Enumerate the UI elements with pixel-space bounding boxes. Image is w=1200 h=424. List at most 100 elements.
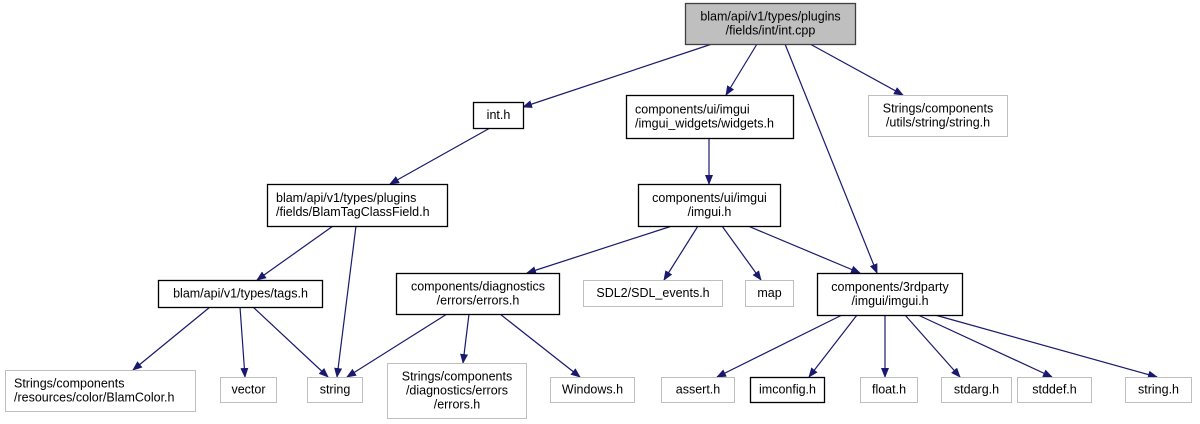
node-label: components/ui/imgui (635, 103, 750, 117)
node-label: /diagnostics/errors (406, 384, 508, 398)
node-label: components/diagnostics (411, 280, 545, 294)
edge-n0-n1 (522, 43, 713, 108)
node-label: /fields/int/int.cpp (726, 24, 816, 38)
node-n8: SDL2/SDL_events.h (583, 280, 723, 307)
edge-n7-n15 (499, 313, 581, 378)
node-label: /imgui_widgets/widgets.h (635, 117, 774, 131)
node-label: /errors.h (434, 398, 481, 412)
node-n17[interactable]: imconfig.h (749, 376, 826, 404)
edge-n10-n21 (934, 314, 1158, 379)
edge-n6-n13 (252, 306, 329, 378)
node-box (220, 377, 277, 403)
edge-n5-n8 (663, 225, 699, 281)
node-n18: float.h (860, 377, 918, 403)
node-box (749, 376, 826, 404)
node-n10[interactable]: components/3rdparty/imgui/imgui.h (816, 272, 964, 317)
node-label: /imgui/imgui.h (851, 294, 928, 308)
node-box (684, 2, 857, 46)
node-n7[interactable]: components/diagnostics/errors/errors.h (395, 272, 561, 316)
node-label: blam/api/v1/types/plugins (276, 191, 416, 205)
edge-n10-n17 (808, 314, 858, 378)
node-n12: vector (220, 377, 277, 403)
node-label: imconfig.h (759, 383, 816, 397)
edge-n7-n14 (460, 313, 470, 364)
node-label: stddef.h (1032, 383, 1077, 397)
edge-n1-n4 (389, 127, 491, 185)
edge-n10-n19 (904, 314, 961, 378)
node-n14: Strings/components/diagnostics/errors/er… (387, 363, 527, 419)
node-box (550, 377, 635, 403)
node-n11: Strings/components/resources/color/BlamC… (5, 370, 196, 412)
node-label: SDL2/SDL_events.h (596, 286, 709, 300)
node-label: Windows.h (562, 383, 623, 397)
node-label: map (757, 286, 781, 300)
edges-layer (132, 43, 1158, 379)
node-n20: stddef.h (1017, 377, 1092, 403)
node-label: /fields/BlamTagClassField.h (276, 205, 430, 219)
edge-n7-n13 (346, 313, 448, 378)
edge-n0-n3 (809, 43, 904, 96)
node-n5[interactable]: components/ui/imgui/imgui.h (637, 183, 782, 228)
node-label: blam/api/v1/types/tags.h (173, 287, 308, 301)
node-n16: assert.h (661, 377, 735, 403)
node-box (395, 272, 561, 316)
node-box (941, 377, 1012, 403)
edge-n5-n9 (721, 225, 762, 281)
node-box (745, 280, 794, 307)
node-label: string (320, 383, 351, 397)
node-n6[interactable]: blam/api/v1/types/tags.h (157, 279, 324, 309)
node-n15: Windows.h (550, 377, 635, 403)
node-n13: string (307, 377, 363, 403)
node-n4[interactable]: blam/api/v1/types/plugins/fields/BlamTag… (266, 183, 449, 228)
node-box (625, 94, 795, 140)
node-label: Strings/components (402, 370, 512, 384)
node-box (307, 377, 363, 403)
node-label: int.h (487, 108, 511, 122)
node-box (860, 377, 918, 403)
node-label: /utils/string/string.h (886, 116, 990, 130)
edge-n6-n11 (132, 306, 211, 371)
node-box (266, 183, 449, 228)
node-label: /errors/errors.h (437, 294, 520, 308)
edge-n5-n10 (747, 225, 861, 274)
edge-n0-n10 (784, 43, 878, 274)
node-label: Strings/components (14, 377, 124, 391)
node-n9: map (745, 280, 794, 307)
edge-n10-n16 (716, 314, 843, 378)
node-n19: stdarg.h (941, 377, 1012, 403)
node-label: vector (231, 383, 265, 397)
node-n0[interactable]: blam/api/v1/types/plugins/fields/int/int… (684, 2, 857, 46)
node-label: assert.h (676, 383, 721, 397)
edge-n5-n7 (526, 225, 673, 275)
edge-n6-n12 (239, 306, 249, 378)
node-n2[interactable]: components/ui/imgui/imgui_widgets/widget… (625, 94, 795, 140)
node-label: /resources/color/BlamColor.h (14, 391, 175, 405)
edge-n0-n2 (725, 43, 758, 96)
node-label: components/ui/imgui (652, 191, 767, 205)
node-n1[interactable]: int.h (472, 101, 525, 130)
node-box (637, 183, 782, 228)
node-label: components/3rdparty (831, 280, 949, 294)
node-box (472, 101, 525, 130)
node-box (1017, 377, 1092, 403)
node-box (5, 370, 196, 412)
node-label: /imgui.h (688, 205, 732, 219)
edge-n4-n13 (334, 225, 357, 378)
node-box (661, 377, 735, 403)
node-box (868, 95, 1008, 137)
node-box (583, 280, 723, 307)
node-label: stdarg.h (954, 383, 999, 397)
node-label: blam/api/v1/types/plugins (700, 10, 840, 24)
node-n3: Strings/components/utils/string/string.h (868, 95, 1008, 137)
node-box (387, 363, 527, 419)
node-label: string.h (1138, 383, 1179, 397)
node-label: float.h (872, 383, 906, 397)
node-label: Strings/components (883, 102, 993, 116)
edge-n4-n6 (256, 225, 334, 281)
node-box (816, 272, 964, 317)
node-n21: string.h (1125, 377, 1192, 403)
node-box (157, 279, 324, 309)
node-box (1125, 377, 1192, 403)
nodes-layer: blam/api/v1/types/plugins/fields/int/int… (5, 2, 1192, 419)
